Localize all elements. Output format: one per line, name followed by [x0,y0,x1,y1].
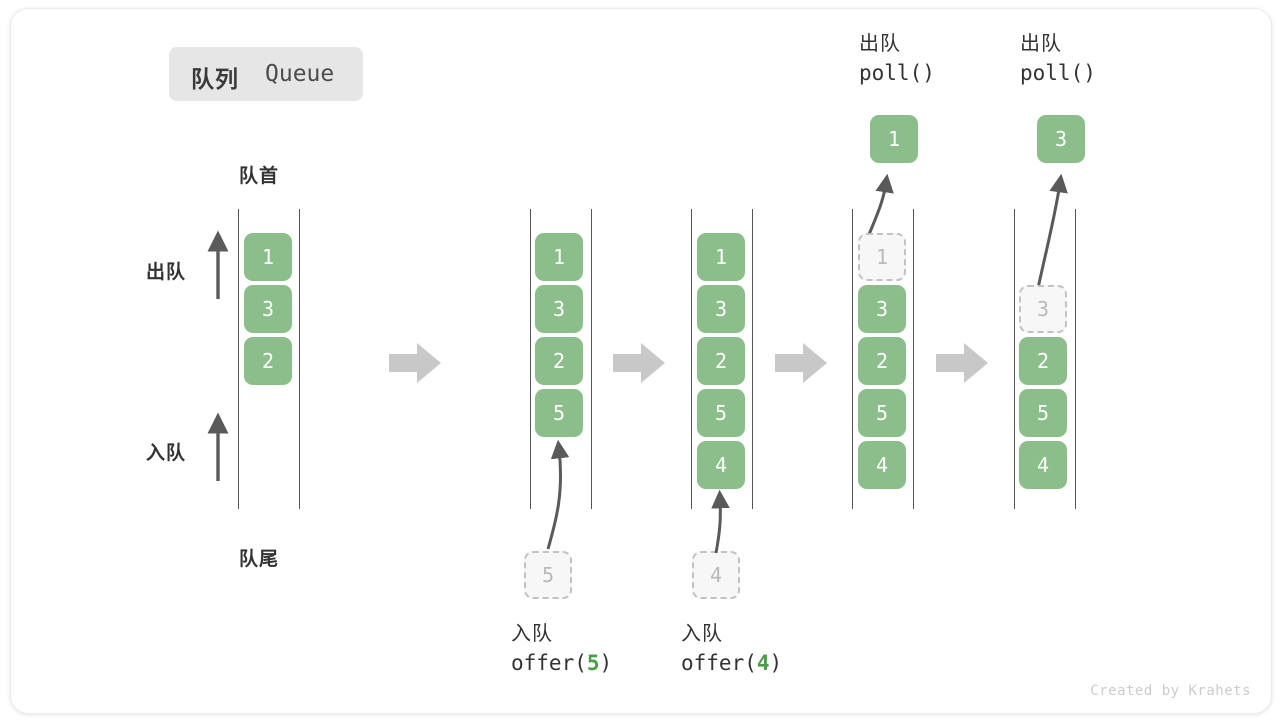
removed-element: 3 [1019,285,1067,333]
queue-element: 2 [244,337,292,385]
operation-label-poll-3: 出队 poll() [1020,31,1096,88]
popped-element: 3 [1037,115,1085,163]
queue-element-new: 4 [697,441,745,489]
pending-element: 4 [692,551,740,599]
pending-element: 5 [524,551,572,599]
operation-code: poll() [859,58,935,88]
queue-element: 4 [858,441,906,489]
operation-code: poll() [1020,58,1096,88]
rail-left [852,209,853,509]
queue-element: 2 [1019,337,1067,385]
operation-label-poll-1: 出队 poll() [859,31,935,88]
dequeue-direction-arrow [207,230,229,299]
step-arrow-icon [936,343,988,383]
queue-element: 4 [1019,441,1067,489]
rail-left [691,209,692,509]
operation-name: 入队 [681,623,723,645]
step-arrow-icon [775,343,827,383]
figure-card: 队列 Queue 队首 队尾 出队 入队 1 3 2 [10,8,1272,714]
operation-code-prefix: offer( [511,651,587,675]
rail-right [591,209,592,509]
queue-element: 2 [858,337,906,385]
diagram-title-cn: 队列 [191,66,239,92]
queue-element: 3 [697,285,745,333]
rail-left [530,209,531,509]
queue-element: 5 [1019,389,1067,437]
operation-name: 入队 [511,623,553,645]
operation-name: 出队 [1020,33,1062,55]
rail-left [238,209,239,509]
popped-element: 1 [870,115,918,163]
queue-tail-label: 队尾 [239,549,280,570]
operation-label-offer-5: 入队 offer(5) [511,621,612,678]
credit-text: Created by Krahets [1090,683,1251,699]
queue-element: 3 [535,285,583,333]
removed-element: 1 [858,233,906,281]
queue-element: 2 [535,337,583,385]
operation-code-suffix: ) [1083,61,1096,85]
operation-code: offer(4) [681,648,782,678]
diagram-title-badge: 队列 Queue [169,47,363,101]
queue-element: 1 [244,233,292,281]
enqueue-arrow [546,439,570,550]
queue-element: 1 [697,233,745,281]
operation-label-offer-4: 入队 offer(4) [681,621,782,678]
queue-element: 5 [697,389,745,437]
queue-head-label: 队首 [239,166,280,187]
dequeue-arrow [1035,173,1068,294]
queue-element-new: 5 [535,389,583,437]
queue-element: 5 [858,389,906,437]
rail-right [1075,209,1076,509]
operation-arg: 4 [756,651,770,675]
operation-code-prefix: offer( [681,651,757,675]
step-arrow-icon [389,343,441,383]
queue-element: 3 [858,285,906,333]
operation-code-suffix: ) [599,651,613,675]
operation-arg: 5 [586,651,600,675]
operation-code-suffix: ) [769,651,783,675]
queue-element: 3 [244,285,292,333]
operation-name: 出队 [859,33,901,55]
enqueue-direction-label: 入队 [146,443,187,464]
operation-code-prefix: poll( [859,61,923,85]
enqueue-direction-arrow [207,412,229,481]
diagram-title-en: Queue [265,61,335,87]
rail-left [1014,209,1015,509]
rail-right [913,209,914,509]
queue-element: 2 [697,337,745,385]
operation-code-prefix: poll( [1020,61,1084,85]
diagram-canvas: 队列 Queue 队首 队尾 出队 入队 1 3 2 [11,9,1271,713]
operation-code: offer(5) [511,648,612,678]
rail-right [752,209,753,509]
queue-element: 1 [535,233,583,281]
operation-code-suffix: ) [922,61,935,85]
dequeue-direction-label: 出队 [146,262,187,283]
step-arrow-icon [613,343,665,383]
rail-right [299,209,300,509]
